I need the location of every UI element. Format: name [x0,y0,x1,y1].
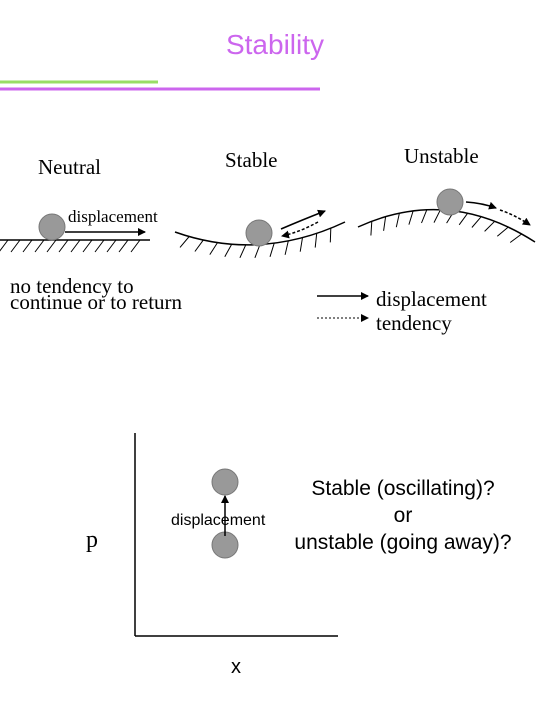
neutral-ground [0,239,150,253]
legend-dashed-label: tendency [376,311,452,335]
neutral-caption: no tendency to continue or to return [10,274,183,314]
neutral-label: Neutral [38,155,101,179]
stable-tendency-arrow [281,221,319,239]
legend-labels: displacement tendency [376,287,487,335]
phase-question: Stable (oscillating)? or unstable (going… [258,475,540,556]
stable-label: Stable [225,148,278,172]
slide-title: Stability [225,29,325,60]
phase-ball-upper [211,468,239,496]
neutral-displacement-label: displacement [68,207,158,226]
unstable-displacement-arrow [465,201,497,210]
unstable-tendency-arrow [499,209,531,226]
neutral-caption-line1: no tendency to [10,274,134,298]
phase-displacement-label: displacement [171,512,266,529]
phase-y-label: p [86,527,98,553]
unstable-ball [436,188,464,216]
phase-question-line3: unstable (going away)? [294,531,512,554]
neutral-ball [38,213,66,241]
stable-ball [245,219,273,247]
phase-question-line1: Stable (oscillating)? [311,477,495,500]
neutral-caption-line2: continue or to return [10,290,183,314]
phase-question-line2: or [393,504,413,527]
unstable-label: Unstable [404,144,479,168]
stable-displacement-arrow [280,209,326,230]
legend-solid-label: displacement [376,287,487,311]
phase-x-label: x [231,656,241,678]
